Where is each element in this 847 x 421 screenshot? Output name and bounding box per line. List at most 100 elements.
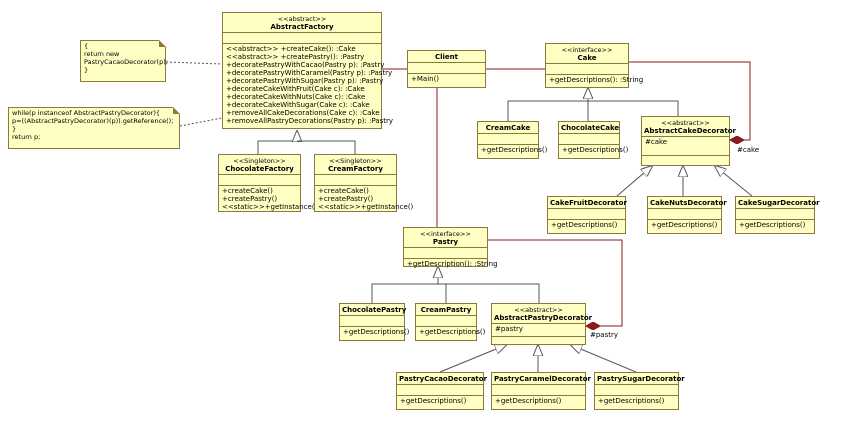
pastry-role-label: #pastry	[590, 331, 619, 339]
operation: +createPastry()	[318, 195, 374, 203]
chocolate-pastry-class[interactable]: ChocolatePastry +getDescriptions()	[339, 303, 410, 341]
cake-interface[interactable]: <<interface>>Cake +getDescriptions(): :S…	[545, 43, 644, 88]
cake-composition	[629, 61, 751, 140]
operation: +decoratePastryWithCaramel(Pastry p): :P…	[226, 69, 393, 77]
operation: +getDescriptions()	[343, 328, 410, 336]
operation: +decorateCakeWithSugar(Cake c): :Cake	[226, 101, 370, 109]
abstract-pastry-decorator-class[interactable]: <<abstract>>AbstractPastryDecorator #pas…	[491, 303, 593, 345]
cake-nuts-decorator-class[interactable]: CakeNutsDecorator +getDescriptions()	[647, 196, 727, 234]
pastry-cacao-decorator-class[interactable]: PastryCacaoDecorator +getDescriptions()	[396, 372, 488, 410]
pastry-interface[interactable]: <<interface>>Pastry +getDescription(): :…	[403, 227, 498, 269]
pastry-cacao-generalization	[439, 345, 506, 373]
attribute-compartment	[559, 134, 619, 145]
operation: +getDescriptions(): :String	[549, 76, 644, 84]
operations-compartment: +getDescriptions()	[492, 396, 585, 406]
attribute-compartment	[397, 385, 483, 396]
operations-compartment: +getDescriptions()	[648, 220, 721, 230]
class-name: Client	[434, 53, 458, 61]
cream-cake-generalization	[507, 100, 679, 121]
remove-note-link	[179, 117, 223, 127]
operation: +getDescriptions()	[739, 221, 806, 229]
chocolate-cake-class[interactable]: ChocolateCake +getDescriptions()	[558, 121, 629, 159]
attribute-compartment	[595, 385, 678, 396]
class-name: ChocolateCake	[561, 124, 620, 132]
operations-compartment: +getDescriptions()	[736, 220, 814, 230]
stereotype: <<abstract>>	[514, 306, 563, 314]
operations-compartment: +getDescriptions()	[416, 327, 486, 337]
stereotype: <<Singleton>>	[329, 157, 382, 165]
class-name: PastryCaramelDecorator	[494, 375, 591, 383]
cream-pastry-class[interactable]: CreamPastry +getDescriptions()	[415, 303, 486, 341]
stereotype: <<interface>>	[420, 230, 471, 238]
attribute-compartment	[478, 134, 538, 145]
stereotype: <<Singleton>>	[233, 157, 286, 165]
pastry-sugar-decorator-class[interactable]: PastrySugarDecorator +getDescriptions()	[594, 372, 685, 410]
class-name: CreamPastry	[420, 306, 472, 314]
operation: <<abstract>> +createPastry(): :Pastry	[226, 53, 365, 61]
class-name: Pastry	[432, 238, 459, 246]
operation: +decoratePastryWithCacao(Pastry p): :Pas…	[226, 61, 385, 69]
attribute-compartment	[340, 316, 404, 327]
operation: <<abstract>> +createCake(): :Cake	[226, 45, 356, 53]
attribute: #pastry	[492, 324, 585, 337]
chocolate-factory-generalization	[257, 131, 297, 154]
operation: +decoratePastryWithSugar(Pastry p): :Pas…	[226, 77, 384, 85]
stereotype: <<abstract>>	[277, 15, 327, 23]
operation: +getDescriptions()	[400, 397, 467, 405]
class-name: Cake	[577, 54, 597, 62]
attribute-compartment	[315, 175, 396, 186]
abstract-factory-class[interactable]: <<abstract>>AbstractFactory <<abstract>>…	[222, 12, 393, 129]
operation: <<static>>+getInstance()	[318, 203, 414, 211]
operations-compartment: +getDescription(): :String	[404, 259, 498, 269]
class-name: PastrySugarDecorator	[597, 375, 685, 383]
attribute-compartment	[404, 248, 487, 259]
operations-compartment: +getDescriptions()	[397, 396, 483, 406]
operation: +createPastry()	[222, 195, 278, 203]
cake-sugar-generalization	[715, 166, 753, 197]
operations-compartment	[642, 156, 729, 158]
operation: +getDescriptions()	[419, 328, 486, 336]
attribute-compartment	[408, 63, 485, 74]
class-name: PastryCacaoDecorator	[399, 375, 488, 383]
operations-compartment: <<abstract>> +createCake(): :Cake <<abst…	[223, 44, 393, 126]
cream-cake-class[interactable]: CreamCake +getDescriptions()	[477, 121, 548, 159]
operation: +getDescriptions()	[598, 397, 665, 405]
cacao-note: { return new PastryCacaoDecorator(p); }	[80, 40, 168, 82]
cake-sugar-decorator-class[interactable]: CakeSugarDecorator +getDescriptions()	[735, 196, 820, 234]
attribute: #cake	[642, 137, 729, 156]
pastry-caramel-decorator-class[interactable]: PastryCaramelDecorator +getDescriptions(…	[491, 372, 591, 410]
cake-fruit-generalization	[616, 166, 652, 197]
operation: <<static>>+getInstance()	[222, 203, 318, 211]
operation: +getDescription(): :String	[407, 260, 498, 268]
client-class[interactable]: Client +Main()	[407, 50, 486, 88]
attribute-compartment	[648, 209, 721, 220]
cacao-note-link	[165, 61, 223, 65]
cream-factory-generalization	[297, 140, 356, 154]
operation: +decorateCakeWithFruit(Cake c): :Cake	[226, 85, 365, 93]
operation: +getDescriptions()	[495, 397, 562, 405]
class-name: ChocolateFactory	[225, 165, 294, 173]
operations-compartment: +getDescriptions()	[478, 145, 548, 155]
attribute-compartment	[416, 316, 476, 327]
chocolate-factory-class[interactable]: <<Singleton>>ChocolateFactory +createCak…	[218, 154, 318, 212]
attribute-compartment	[548, 209, 625, 220]
class-name: AbstractPastryDecorator	[494, 314, 593, 322]
class-name: CakeNutsDecorator	[650, 199, 727, 207]
chocolate-pastry-generalization	[371, 283, 540, 303]
operation: +getDescriptions()	[551, 221, 618, 229]
class-name: ChocolatePastry	[342, 306, 407, 314]
operation: +Main()	[411, 75, 440, 83]
operation: +getDescriptions()	[562, 146, 629, 154]
operation: +removeAllCakeDecorations(Cake c): :Cake	[226, 109, 380, 117]
abstract-cake-decorator-class[interactable]: <<abstract>>AbstractCakeDecorator #cake	[641, 116, 736, 166]
class-name: CreamCake	[485, 124, 531, 132]
class-name: CreamFactory	[328, 165, 383, 173]
cream-factory-class[interactable]: <<Singleton>>CreamFactory +createCake() …	[314, 154, 414, 212]
operation: +getDescriptions()	[481, 146, 548, 154]
operation: +createCake()	[222, 187, 273, 195]
class-name: CakeSugarDecorator	[738, 199, 820, 207]
attribute-compartment	[546, 64, 628, 75]
cake-fruit-decorator-class[interactable]: CakeFruitDecorator +getDescriptions()	[547, 196, 627, 234]
